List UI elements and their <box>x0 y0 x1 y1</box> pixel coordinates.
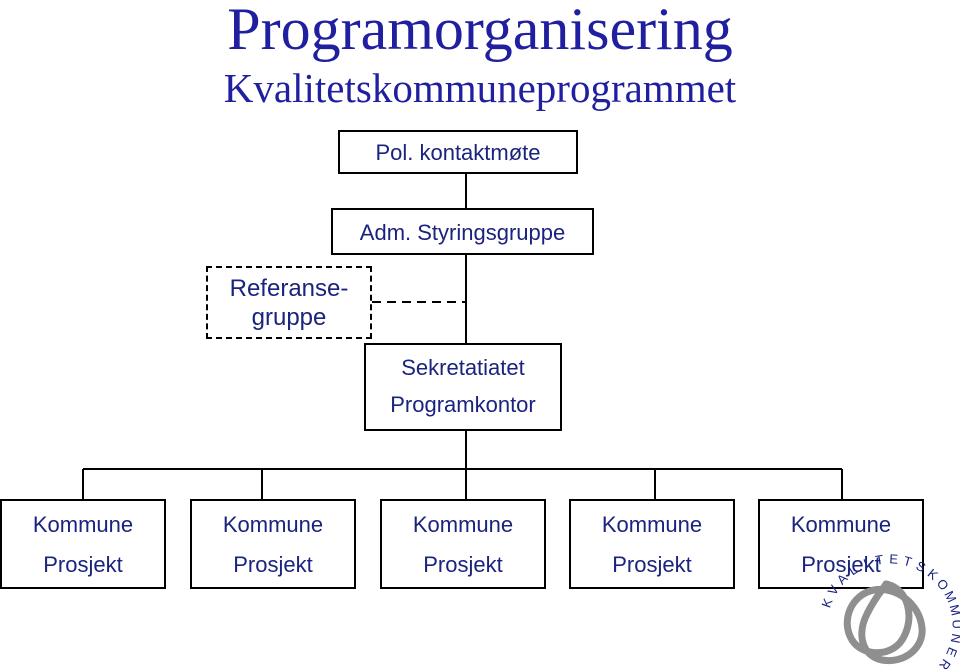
kommune-label: Kommune <box>412 512 514 537</box>
page-subtitle: Kvalitetskommuneprogrammet <box>223 65 737 111</box>
logo-letter: T <box>902 553 914 570</box>
prosjekt-label: Prosjekt <box>423 552 503 577</box>
logo-letter: V <box>825 582 842 598</box>
trefoil-knot-icon <box>843 580 926 665</box>
logo-letter: A <box>834 570 851 587</box>
box-sekretariat-line2: Programkontor <box>390 392 536 417</box>
box-referansegruppe: Referanse- gruppe <box>206 266 372 339</box>
logo-letter: I <box>861 556 870 571</box>
kommune-label: Kommune <box>222 512 324 537</box>
logo-letter: L <box>846 562 860 579</box>
prosjekt-label: Prosjekt <box>233 552 313 577</box>
box-pol-label: Pol. kontaktmøte <box>375 140 541 165</box>
logo-letter: R <box>936 656 954 670</box>
kommune-label: Kommune <box>32 512 134 537</box>
box-pol-kontaktmote: Pol. kontaktmøte <box>338 130 578 174</box>
box-kommune-prosjekt: Kommune Prosjekt <box>569 499 735 589</box>
logo-letter: S <box>914 558 929 575</box>
prosjekt-label: Prosjekt <box>801 552 881 577</box>
box-adm-label: Adm. Styringsgruppe <box>359 220 566 245</box>
kommune-label: Kommune <box>790 512 892 537</box>
page-title: Programorganisering <box>227 0 733 62</box>
logo-letter: M <box>947 603 960 617</box>
box-referanse-line2: gruppe <box>251 304 327 331</box>
box-kommune-prosjekt: Kommune Prosjekt <box>0 499 166 589</box>
logo-letter: T <box>874 552 884 568</box>
box-sekretariat-line1: Sekretatiatet <box>401 355 525 380</box>
box-kommune-prosjekt: Kommune Prosjekt <box>190 499 356 589</box>
logo-letter: E <box>943 645 960 659</box>
box-kommune-prosjekt: Kommune Prosjekt <box>380 499 546 589</box>
box-adm-styringsgruppe: Adm. Styringsgruppe <box>331 208 594 255</box>
prosjekt-label: Prosjekt <box>612 552 692 577</box>
logo-letter: N <box>948 632 960 644</box>
logo-letter: M <box>941 588 959 604</box>
box-kommune-prosjekt: Kommune Prosjekt <box>758 499 924 589</box>
logo-letter: E <box>889 551 899 566</box>
logo-letter: U <box>949 619 960 629</box>
box-sekretariatet: Sekretatiatet Programkontor <box>364 343 562 431</box>
logo-letter: K <box>818 596 835 610</box>
prosjekt-label: Prosjekt <box>43 552 123 577</box>
kommune-label: Kommune <box>601 512 703 537</box>
box-referanse-line1: Referanse- <box>229 275 349 302</box>
